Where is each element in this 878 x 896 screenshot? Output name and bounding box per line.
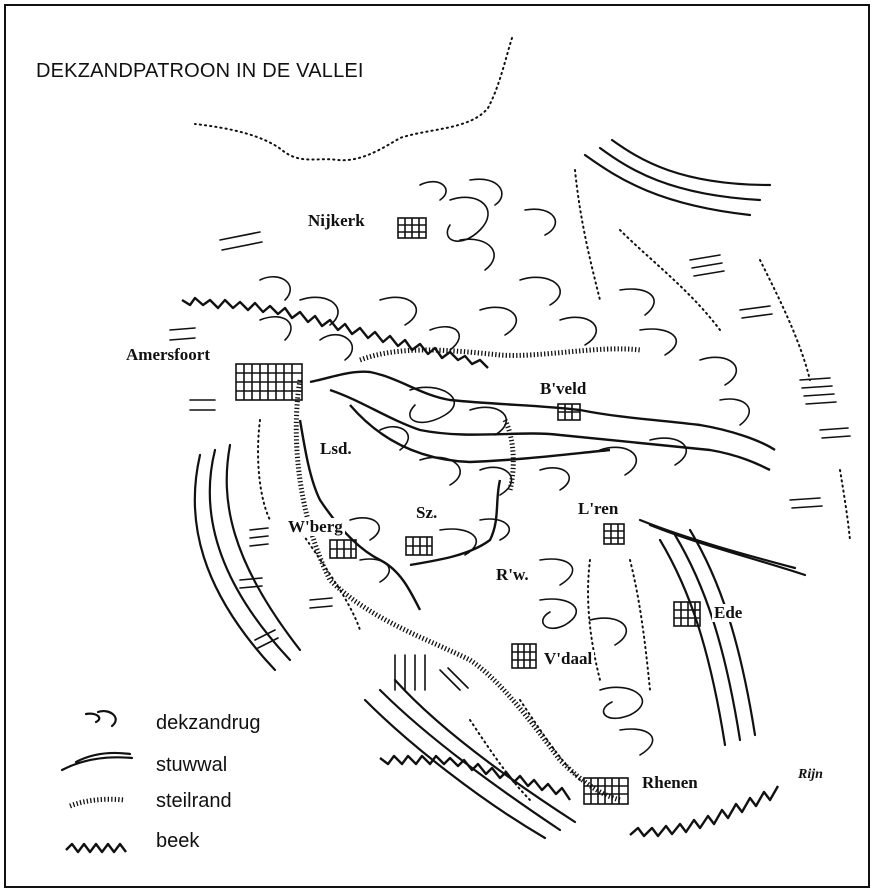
dekzandrug-icon — [84, 710, 117, 728]
map-title: DEKZANDPATROON IN DE VALLEI — [36, 60, 364, 82]
steilrand-lines — [293, 346, 641, 803]
boundary-dotted-line — [194, 37, 513, 162]
place-label-wberg: W'berg — [286, 517, 345, 536]
place-label-lren: L'ren — [576, 499, 621, 518]
place-label-amersfoort: Amersfoort — [124, 345, 213, 364]
dekzandrug-curls — [259, 178, 751, 756]
stuwwal-lines-northeast — [583, 138, 772, 217]
stuwwal-lines-southeast — [638, 518, 807, 747]
stuwwal-lines-west — [193, 443, 577, 840]
place-label-lsd: Lsd. — [318, 439, 354, 458]
legend-symbols — [60, 710, 134, 854]
town-ede-marker — [673, 601, 701, 627]
place-label-rw: R'w. — [494, 565, 531, 584]
legend-label-dekzandrug: dekzandrug — [156, 712, 261, 734]
place-label-rhenen: Rhenen — [640, 773, 700, 792]
place-label-vdaal: V'daal — [542, 649, 595, 668]
legend-label-stuwwal: stuwwal — [156, 754, 228, 776]
legend-label-beek: beek — [156, 830, 200, 852]
stuwwal-icon — [60, 751, 134, 772]
town-bveld-marker — [557, 403, 581, 421]
place-label-sz: Sz. — [414, 503, 440, 522]
river-label-rijn: Rijn — [798, 767, 823, 782]
stuwwal-hatches — [169, 231, 851, 691]
place-label-nijkerk: Nijkerk — [306, 211, 367, 230]
town-lren-marker — [603, 523, 625, 545]
town-wberg-marker — [329, 539, 357, 559]
dekzand-dots — [257, 169, 851, 801]
town-nijkerk-marker — [397, 217, 427, 239]
beek-icon — [65, 842, 127, 854]
town-markers — [235, 217, 701, 805]
place-label-bveld: B'veld — [538, 379, 589, 398]
town-amersfoort-marker — [235, 363, 303, 401]
town-rhenen-marker — [583, 777, 629, 805]
place-label-ede: Ede — [712, 603, 745, 622]
legend-label-steilrand: steilrand — [156, 790, 232, 812]
steilrand-icon — [69, 796, 125, 809]
town-vdaal-marker — [511, 643, 537, 669]
town-sz-marker — [405, 536, 433, 556]
beek-lines — [181, 296, 780, 838]
